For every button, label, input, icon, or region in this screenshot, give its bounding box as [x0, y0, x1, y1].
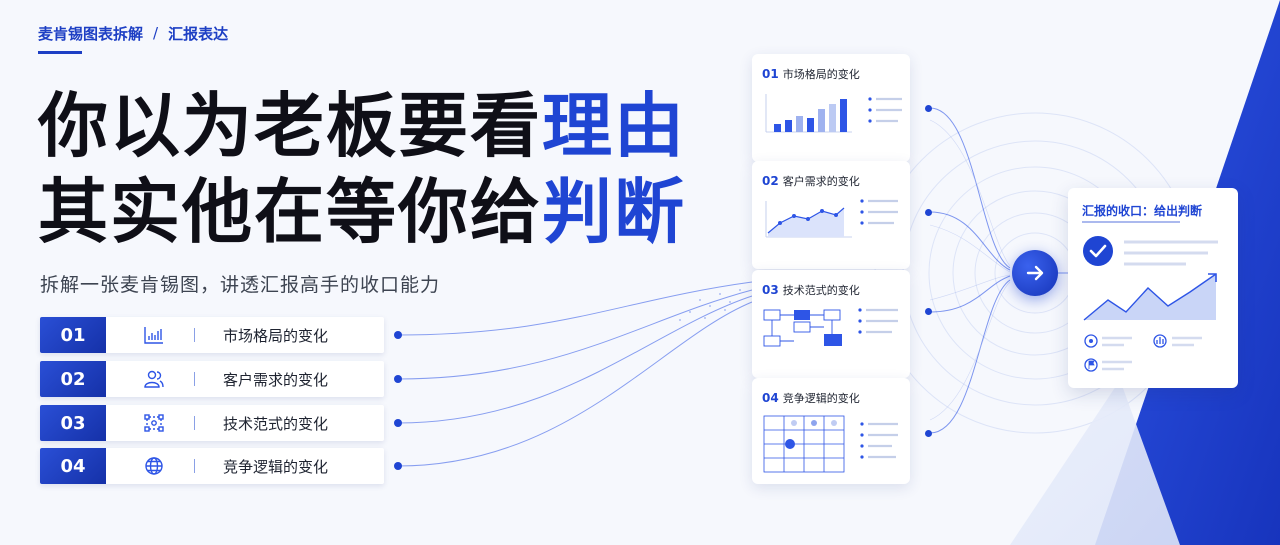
globe-icon: [141, 454, 167, 478]
connector-dot: [394, 419, 402, 427]
network-icon: [141, 411, 167, 435]
grid-matrix-visual: [763, 415, 898, 473]
arrow-right-icon: [1026, 265, 1044, 281]
card-number: 01: [762, 67, 779, 81]
card-title-text: 技术范式的变化: [782, 284, 860, 297]
connector-dot: [925, 430, 932, 437]
flag-icon: [1084, 358, 1098, 372]
list-item-divider: [194, 459, 195, 473]
breadcrumb-underline: [38, 51, 82, 54]
target-icon: [1084, 334, 1098, 348]
list-item-label: 客户需求的变化: [223, 370, 329, 389]
line-chart-visual: [765, 199, 898, 238]
connector-dot: [925, 209, 932, 216]
result-card-title: 汇报的收口：给出判断: [1082, 204, 1203, 218]
headline-line-2-accent: 判断: [542, 170, 686, 253]
list-item-03[interactable]: 03 技术范式的变化: [40, 405, 402, 441]
users-icon: [141, 367, 167, 391]
connector-dot: [925, 308, 932, 315]
list-item-divider: [194, 328, 195, 342]
card-number: 04: [762, 391, 779, 405]
next-arrow-button[interactable]: [1012, 250, 1058, 296]
bar-chart-icon: [141, 323, 167, 347]
list-item-label: 技术范式的变化: [223, 414, 329, 433]
list-item-divider: [194, 416, 195, 430]
bar-chart-icon: [1153, 334, 1167, 348]
connector-dot: [394, 375, 402, 383]
breadcrumb-separator: /: [153, 24, 159, 42]
list-item-number: 02: [40, 361, 106, 397]
list-item-number: 01: [40, 317, 106, 353]
breadcrumb: 麦肯锡图表拆解 / 汇报表达: [38, 22, 228, 44]
card-title-text: 市场格局的变化: [782, 68, 860, 81]
list-item-divider: [194, 372, 195, 386]
list-item-label: 市场格局的变化: [223, 326, 329, 345]
list-item-01[interactable]: 01 市场格局的变化: [40, 317, 402, 353]
card-number: 03: [762, 283, 779, 297]
connector-dot: [394, 331, 402, 339]
breadcrumb-item-series[interactable]: 麦肯锡图表拆解: [38, 24, 144, 43]
list-item-number: 03: [40, 405, 106, 441]
list-item-label: 竞争逻辑的变化: [223, 457, 329, 476]
flow-diagram-visual: [763, 308, 898, 347]
result-card[interactable]: 汇报的收口：给出判断: [1068, 188, 1238, 388]
card-title-text: 竞争逻辑的变化: [782, 392, 860, 405]
subtitle: 拆解一张麦肯锡图，讲透汇报高手的收口能力: [40, 274, 441, 296]
card-title-text: 客户需求的变化: [782, 175, 860, 188]
headline-line-1: 你以为老板要看理由: [38, 86, 758, 166]
breadcrumb-item-topic[interactable]: 汇报表达: [168, 24, 229, 43]
connector-dot: [925, 105, 932, 112]
headline-line-1-accent: 理由: [542, 84, 686, 167]
result-card-visual: [1082, 221, 1218, 372]
headline-line-2-main: 其实他在等你给: [38, 170, 542, 253]
list-item-04[interactable]: 04 竞争逻辑的变化: [40, 448, 402, 484]
headline-line-2: 其实他在等你给判断: [38, 172, 758, 252]
list-item-02[interactable]: 02 客户需求的变化: [40, 361, 402, 397]
connector-dot: [394, 462, 402, 470]
check-icon: [1083, 236, 1113, 266]
headline-line-1-main: 你以为老板要看: [38, 84, 542, 167]
card-number: 02: [762, 174, 779, 188]
bar-chart-visual: [765, 94, 902, 133]
list-item-number: 04: [40, 448, 106, 484]
